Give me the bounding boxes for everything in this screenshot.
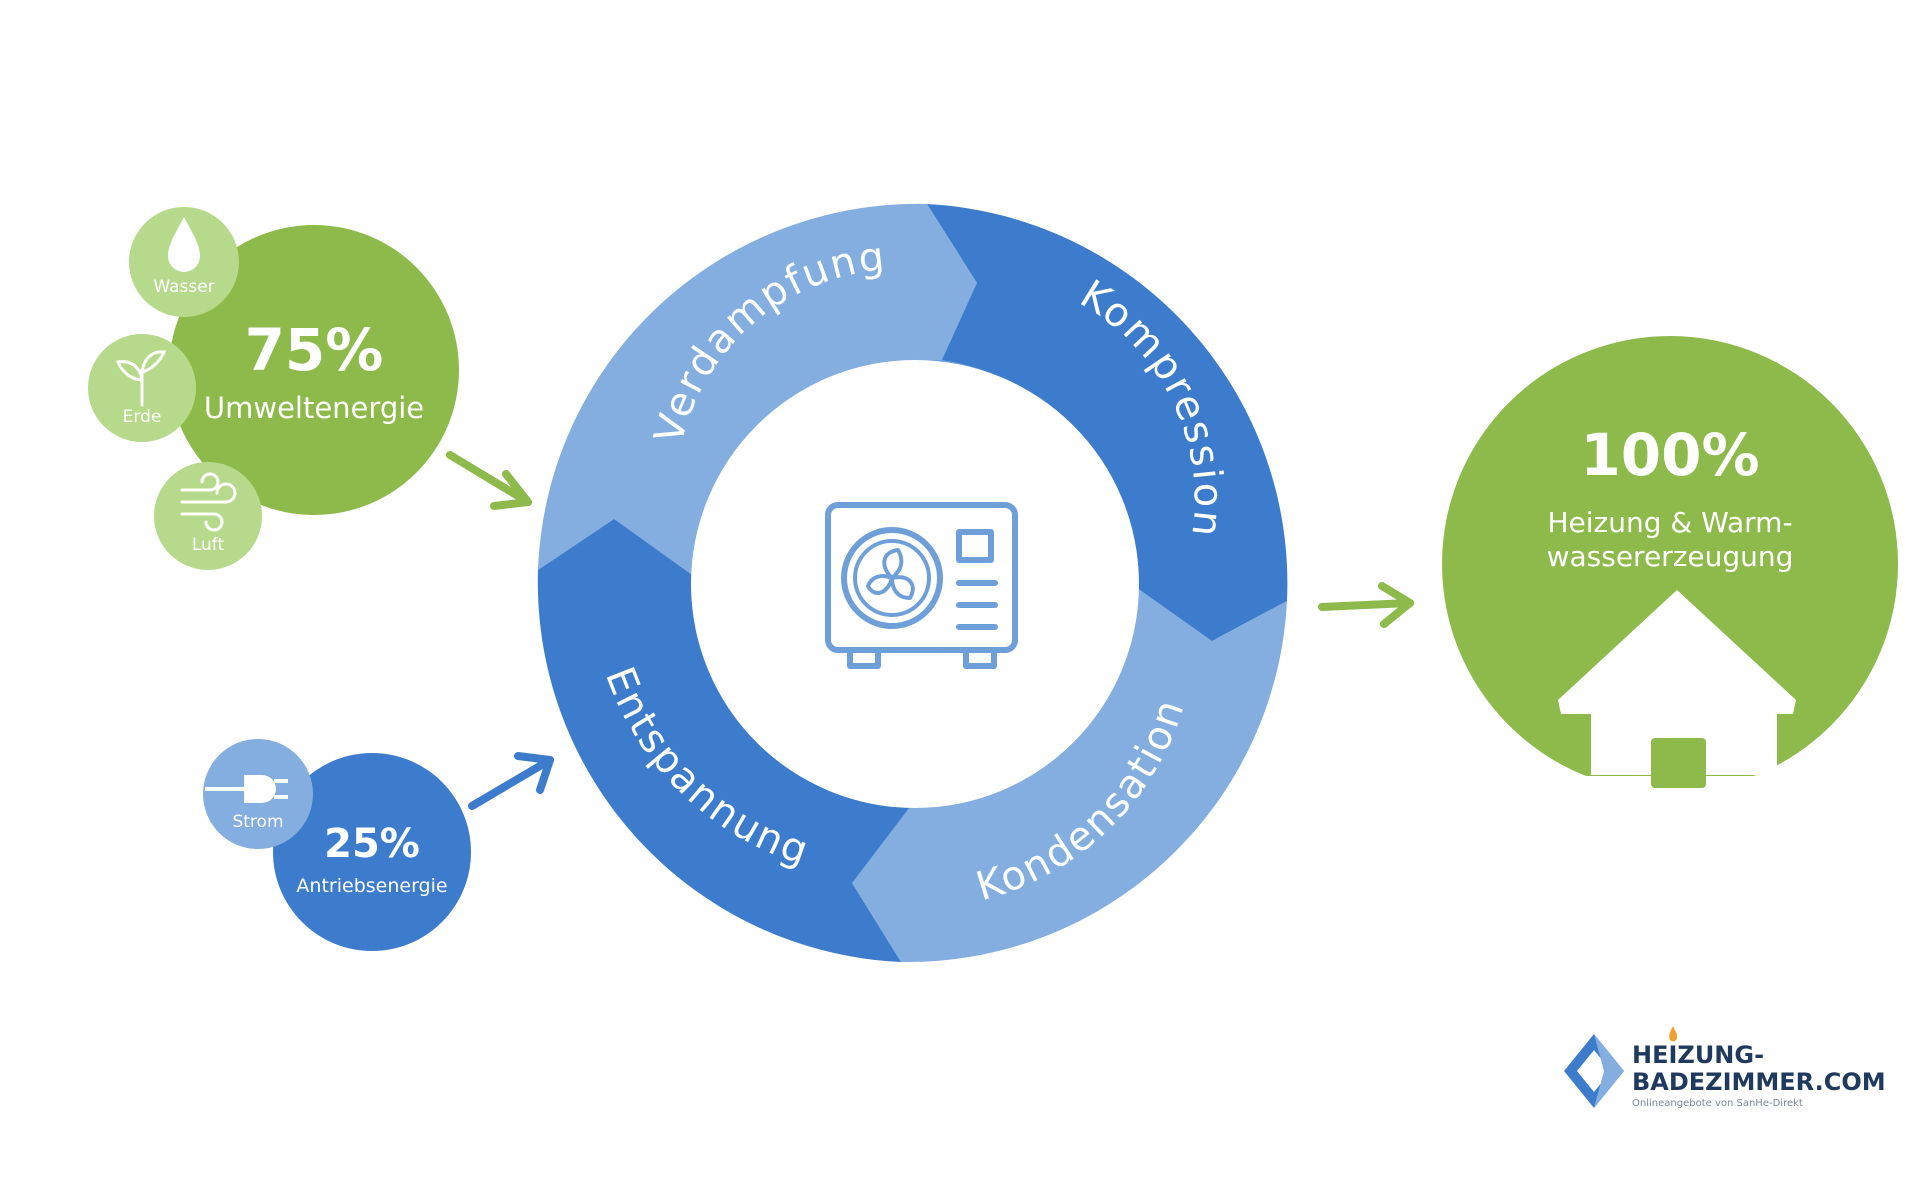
- brand-logo: HEIZUNG- BADEZIMMER.COM Onlineangebote v…: [1564, 1026, 1886, 1109]
- power-source: Strom: [203, 739, 313, 849]
- sprout-icon: [115, 350, 167, 407]
- house-icon: [1530, 590, 1810, 800]
- drive-label: Antriebsenergie: [296, 875, 447, 897]
- source-air: Luft: [154, 462, 262, 570]
- environment-arrow-icon: [446, 451, 532, 510]
- logo-tagline: Onlineangebote von SanHe-Direkt: [1632, 1098, 1803, 1109]
- drive-energy-circle: [273, 753, 471, 951]
- ring-segment-kompression: [927, 204, 1288, 641]
- output-percent: 100%: [1580, 421, 1759, 489]
- house-door: [1651, 738, 1706, 788]
- power-label: Strom: [232, 812, 283, 832]
- logo-mark-icon: [1564, 1026, 1678, 1108]
- cycle-ring: [537, 203, 1288, 963]
- earth-label: Erde: [123, 407, 162, 427]
- source-water: Wasser: [129, 207, 239, 317]
- wind-icon: [180, 472, 237, 532]
- logo-line2: BADEZIMMER.COM: [1632, 1068, 1886, 1096]
- drive-energy-group: 25% Antriebsenergie: [273, 753, 471, 951]
- environment-percent: 75%: [245, 316, 384, 384]
- heat-pump-icon: [825, 502, 1018, 669]
- environment-energy-circle: [169, 225, 459, 515]
- output-label-line2: wassererzeugung: [1547, 540, 1794, 573]
- output-group: 100% Heizung & Warm- wassererzeugung: [1442, 336, 1898, 806]
- source-earth: Erde: [88, 334, 196, 442]
- output-arrow-icon: [1318, 582, 1414, 628]
- air-label: Luft: [192, 535, 225, 555]
- plug-icon: [205, 775, 288, 803]
- logo-line1: HEIZUNG-: [1632, 1041, 1764, 1069]
- ring-segment-entspannung: [537, 519, 909, 962]
- ring-segment-verdampfung: [538, 203, 977, 575]
- environment-energy-group: 75% Umweltenergie: [169, 225, 459, 515]
- drive-arrow-icon: [468, 752, 554, 810]
- water-drop-icon: [168, 217, 200, 272]
- water-label: Wasser: [153, 277, 214, 297]
- ring-center: [691, 360, 1139, 808]
- output-circle: [1442, 336, 1898, 792]
- environment-label: Umweltenergie: [204, 391, 424, 425]
- drive-percent: 25%: [324, 821, 420, 867]
- output-label-line1: Heizung & Warm-: [1547, 506, 1792, 539]
- ring-segment-kondensation: [852, 585, 1287, 963]
